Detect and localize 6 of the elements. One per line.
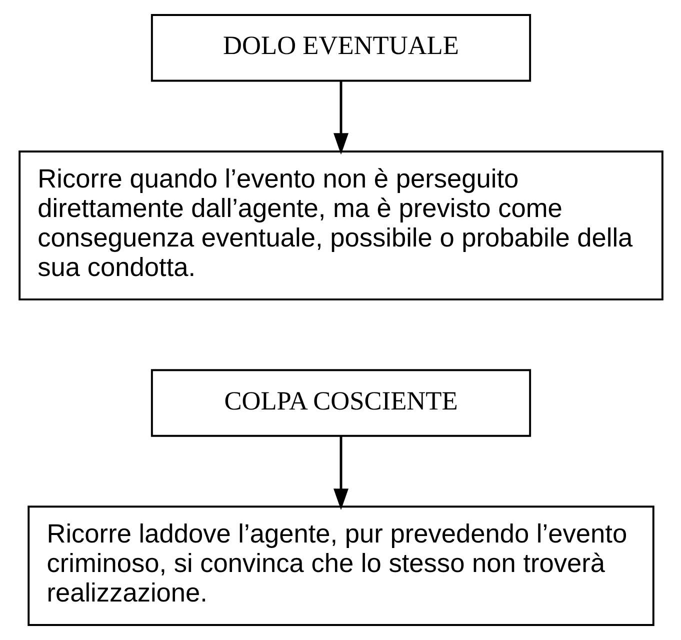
node-box: DOLO EVENTUALE — [150, 14, 531, 82]
node-box: COLPA COSCIENTE — [150, 369, 531, 437]
arrow — [333, 436, 348, 510]
arrow — [333, 82, 348, 155]
node-box: Ricorre laddove l’agente, pur prevedendo l’evento criminoso, si convinca che lo stesso non troverà realizzazione. — [27, 506, 654, 626]
node-box: Ricorre quando l’evento non è perseguito direttamente dall’agente, ma è previsto come conseguenza eventuale, possibile o probabile della sua condotta. — [18, 150, 663, 300]
